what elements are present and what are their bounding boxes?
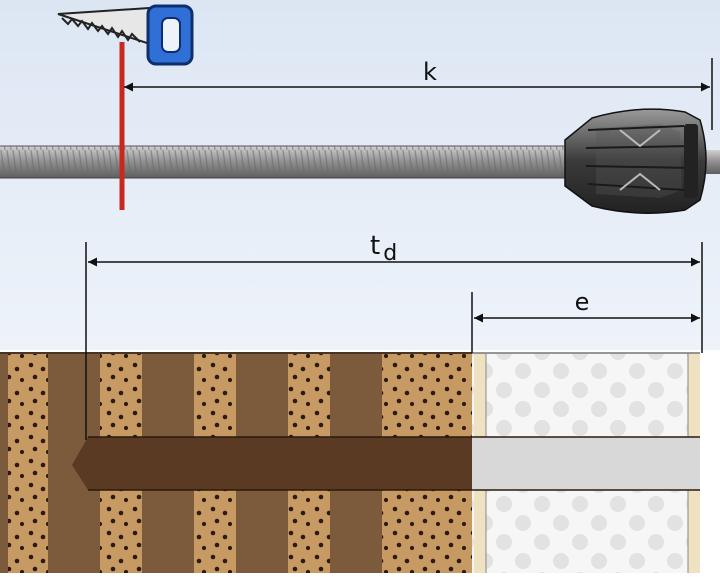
dimension-e: e: [471, 288, 700, 353]
threaded-rod: [0, 145, 720, 179]
dimension-k: k: [124, 58, 713, 130]
dimension-label-k: k: [423, 58, 437, 86]
drill-hole: [72, 436, 700, 491]
dimension-label-e: e: [575, 288, 590, 316]
hand-saw-icon: [57, 4, 194, 66]
brick-column: [8, 353, 48, 573]
anchor-sleeve-icon: [564, 108, 707, 214]
